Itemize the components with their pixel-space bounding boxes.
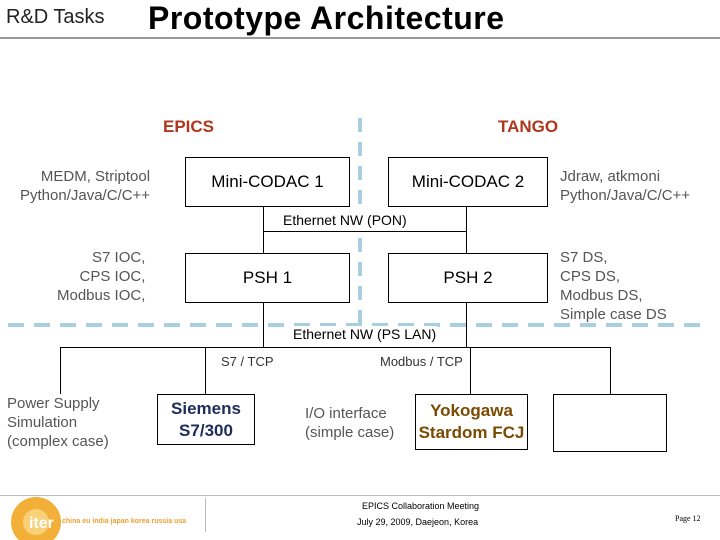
yokogawa-stardom-box: Yokogawa Stardom FCJ [415, 394, 528, 450]
psh2-connector [466, 231, 467, 253]
psh-2-box: PSH 2 [388, 253, 548, 303]
epics-ioc-list: S7 IOC, CPS IOC, Modbus IOC, [57, 249, 146, 304]
footer-divider [0, 495, 720, 496]
mini-codac-2-label: Mini-CODAC 2 [411, 172, 525, 191]
ps-lan-bus-line [60, 347, 610, 348]
epics-client-tools: MEDM, Striptool Python/Java/C/C++ [20, 168, 151, 204]
section-tag: R&D Tasks [6, 6, 105, 28]
footer-date: July 29, 2009, Daejeon, Korea [357, 517, 479, 527]
tango-client-tools: Jdraw, atkmoni Python/Java/C/C++ [560, 168, 691, 204]
siemens-s7-box: Siemens S7/300 [157, 394, 255, 445]
page-number: Page 12 [675, 514, 701, 523]
psh-2-label: PSH 2 [443, 268, 493, 287]
pon-network-label: Ethernet NW (PON) [282, 212, 408, 228]
psh1-lan-connector [263, 303, 264, 347]
power-supply-simulation-label: Power Supply Simulation (complex case) [7, 395, 109, 450]
s7-tcp-label: S7 / TCP [219, 354, 276, 369]
empty-device-drop [610, 347, 611, 394]
yokogawa-stardom-label: Yokogawa Stardom FCJ [418, 401, 525, 442]
pon-bus-line [263, 231, 467, 232]
codac2-connector [466, 207, 467, 231]
footer-separator [205, 498, 206, 532]
tango-ds-list: S7 DS, CPS DS, Modbus DS, Simple case DS [560, 249, 667, 323]
psh2-lan-connector [466, 303, 467, 347]
io-interface-label: I/O interface (simple case) [305, 405, 395, 441]
modbus-tcp-label: Modbus / TCP [378, 354, 465, 369]
title-divider [0, 37, 720, 39]
psu-sim-drop [60, 347, 61, 394]
empty-device-box [553, 394, 667, 452]
siemens-drop [205, 347, 206, 394]
codac1-connector [263, 207, 264, 231]
siemens-s7-label: Siemens S7/300 [171, 398, 241, 440]
yokogawa-drop [470, 347, 471, 394]
epics-heading: EPICS [163, 117, 215, 136]
psh1-connector [263, 231, 264, 253]
slide-title: Prototype Architecture [148, 0, 505, 36]
footer-meeting: EPICS Collaboration Meeting [362, 501, 480, 511]
iter-logo-text: iter [29, 515, 54, 532]
psh-1-box: PSH 1 [185, 253, 350, 303]
tango-heading: TANGO [498, 117, 559, 136]
mini-codac-1-label: Mini-CODAC 1 [211, 172, 324, 191]
ps-lan-network-label: Ethernet NW (PS LAN) [292, 326, 438, 342]
psh-1-label: PSH 1 [242, 268, 293, 287]
mini-codac-2-box: Mini-CODAC 2 [388, 157, 548, 207]
mini-codac-1-box: Mini-CODAC 1 [185, 157, 350, 207]
partners-line: china eu india japan korea russia usa [62, 518, 187, 525]
